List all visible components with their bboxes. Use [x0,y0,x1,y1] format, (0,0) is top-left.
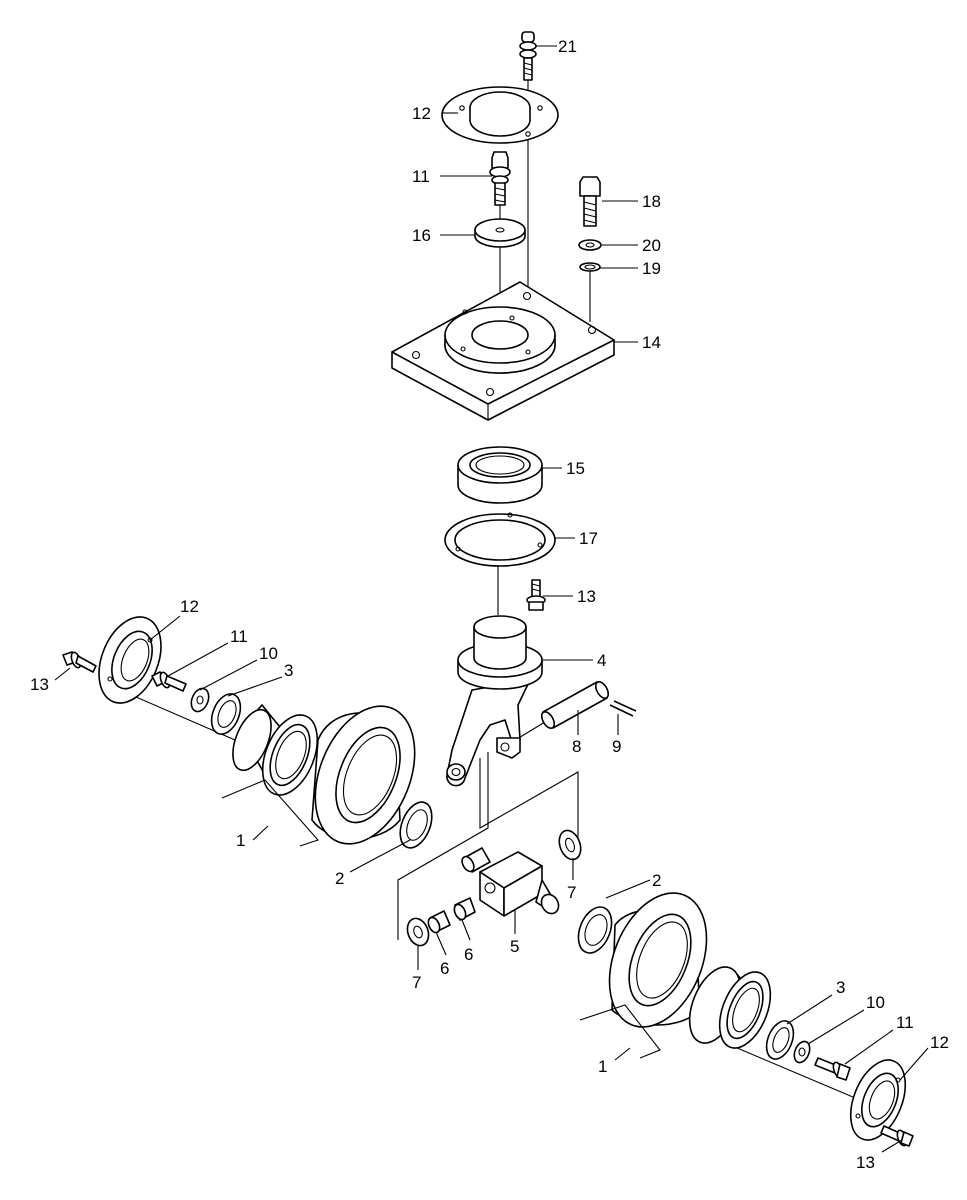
callout-14: 14 [642,333,661,352]
part-12-right-cap [849,1059,907,1141]
callout-leaders [54,45,929,1153]
part-3-left-bearing [210,693,242,735]
callout-2-right: 2 [652,871,661,890]
part-6-spacer-b [427,910,451,934]
callout-11-top: 11 [412,167,430,186]
callout-3-right: 3 [836,978,845,997]
part-1-left-wheel [311,705,416,845]
callout-numbers: 21 12 11 16 18 20 19 14 15 17 13 12 11 1… [30,37,949,1172]
callout-1-left: 1 [236,831,245,850]
callout-13-middle: 13 [577,587,596,606]
callout-18: 18 [642,192,661,211]
part-5-axle-block [461,847,560,917]
part-7-left-washer [406,917,430,947]
callout-15: 15 [566,459,585,478]
part-10-right-washer [793,1040,811,1064]
callout-2-left: 2 [335,869,344,888]
part-10-left-washer [190,687,210,713]
callout-7-right: 7 [567,883,576,902]
part-11-bolt-top [489,151,511,206]
part-hub-left [232,704,319,796]
part-4-caster-fork [446,615,543,787]
part-16-washer [474,218,526,248]
callout-12-right: 12 [930,1033,949,1052]
part-2-left-bearing [399,801,433,849]
callout-16: 16 [412,226,431,245]
callout-13-left: 13 [30,675,49,694]
part-2-right-bearing [577,906,613,954]
callout-12-top: 12 [412,104,431,123]
part-6-spacer-a [453,897,476,921]
part-3-right-bearing [765,1020,795,1060]
bracket-1-left [221,779,319,847]
callout-20: 20 [642,236,661,255]
callout-17: 17 [579,529,598,548]
callout-21: 21 [558,37,577,56]
callout-7-left: 7 [412,973,421,992]
callout-6-b: 6 [464,945,473,964]
callout-8: 8 [572,737,581,756]
callout-13-right: 13 [856,1153,875,1172]
part-13-left-bolt [62,651,97,673]
part-12-left-cap [98,616,162,704]
part-13-right-bolt [880,1125,914,1147]
callout-11-right: 11 [896,1013,914,1032]
part-11-right-bolt [814,1057,851,1081]
part-7-right-washer [558,829,582,861]
bracket-1-right [579,1004,661,1059]
callout-1-right: 1 [598,1057,607,1076]
part-13-bolt-middle [526,579,546,611]
callout-3-left: 3 [284,661,293,680]
callout-5: 5 [510,937,519,956]
part-14-mounting-plate [391,281,615,421]
part-19-washer [579,262,601,272]
part-21-screw [519,31,537,81]
callout-10-right: 10 [866,993,885,1012]
callout-12-left: 12 [180,597,199,616]
part-20-lock-washer [578,239,602,251]
part-17-ring [444,512,556,567]
callout-9: 9 [612,737,621,756]
callout-10-left: 10 [259,644,278,663]
callout-19: 19 [642,259,661,278]
part-12-top-cap [441,86,559,144]
part-9-cotter-pin [609,700,637,717]
part-1-right-wheel [608,892,708,1028]
callout-4: 4 [597,651,606,670]
part-11-left-bolt [151,671,187,692]
part-15-bearing [457,446,543,504]
callout-6-a: 6 [440,959,449,978]
part-18-bolt [579,176,601,227]
callout-11-left: 11 [230,627,248,646]
part-8-pin [540,681,610,729]
part-hub-right [688,966,772,1049]
